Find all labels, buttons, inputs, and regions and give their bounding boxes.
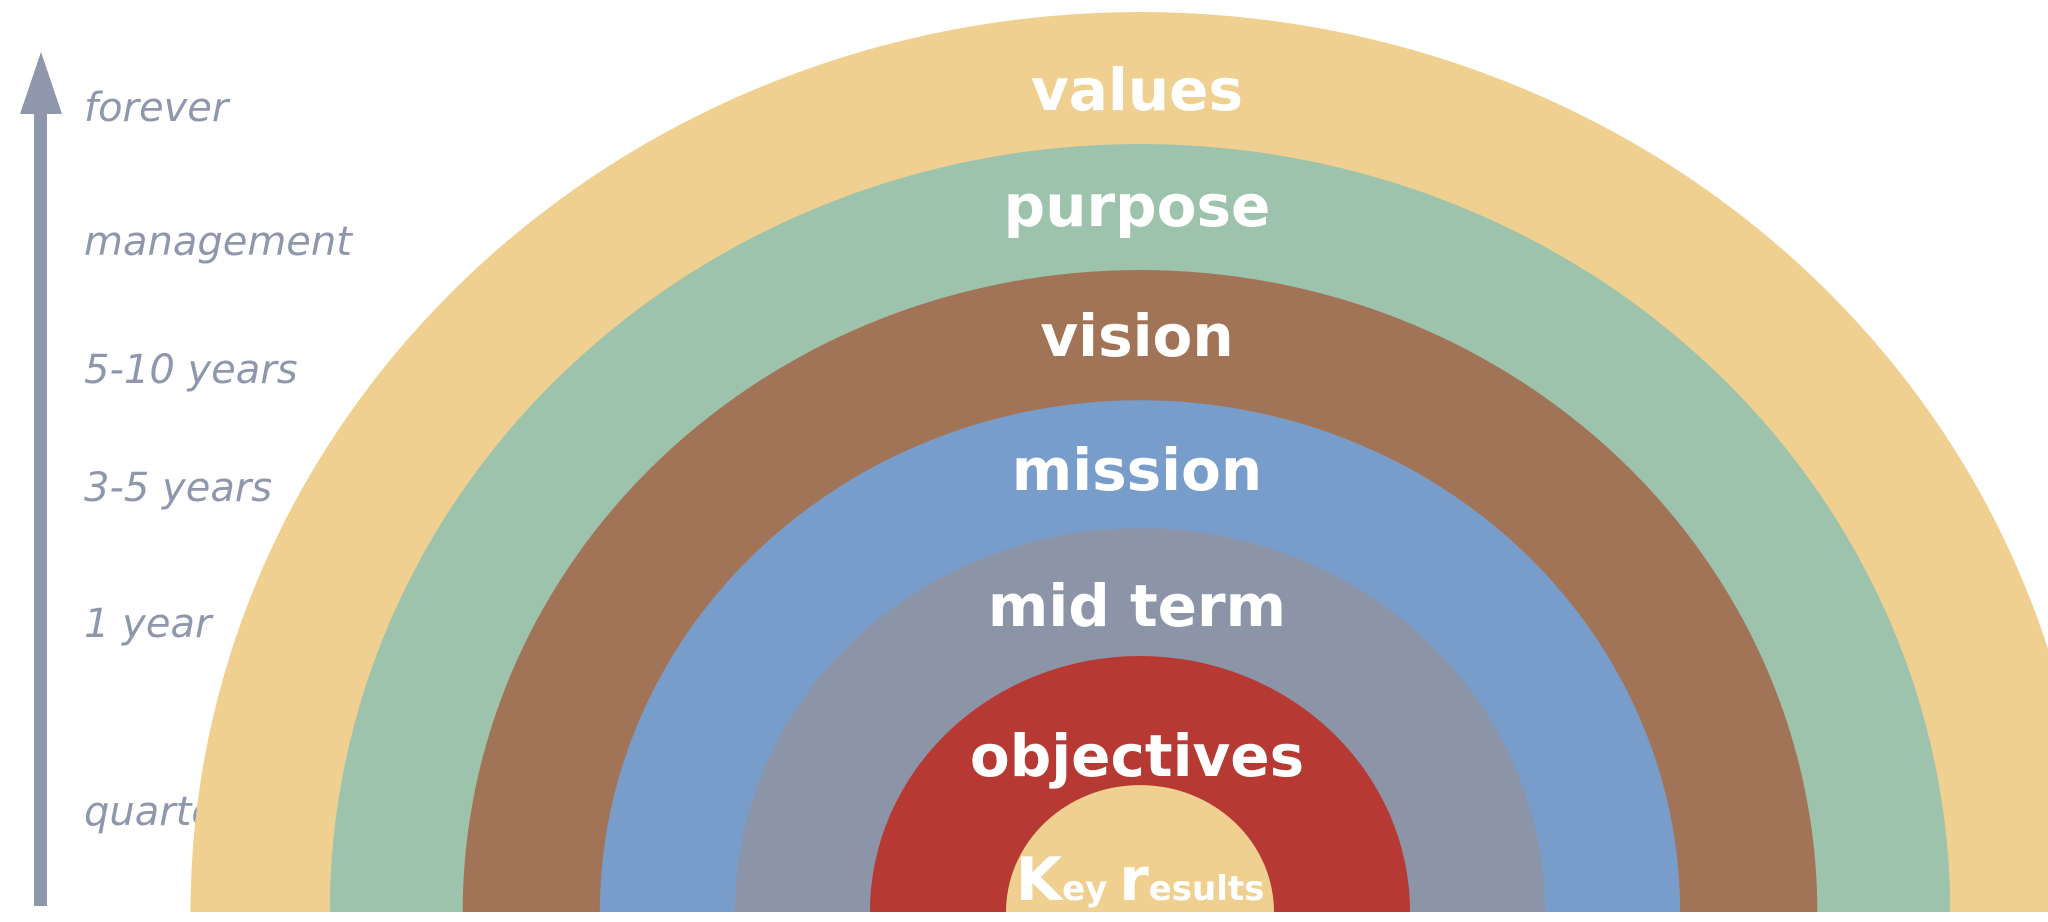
timeline-arrow-shaft (34, 112, 47, 906)
ring-label-mission: mission (1012, 436, 1262, 504)
ring-label-mid-term: mid term (988, 572, 1286, 640)
core-label-k: K (1016, 845, 1065, 915)
ring-label-values: values (1031, 56, 1243, 124)
timeline-label-forever: forever (84, 85, 229, 131)
ring-label-vision: vision (1040, 302, 1233, 370)
core-key-results (1006, 785, 1274, 912)
core-label-r: r (1119, 845, 1149, 915)
core-label-esults: esults (1149, 869, 1265, 909)
ring-objectives (869, 656, 1411, 912)
timeline-arrow-up-icon (20, 52, 62, 114)
timeline-label-3-5-years: 3-5 years (84, 465, 273, 511)
ring-label-purpose: purpose (1004, 172, 1271, 240)
core-label-key-results: Key results (1016, 845, 1265, 915)
ring-label-objectives: objectives (970, 722, 1304, 790)
timeline-label-5-10-years: 5-10 years (84, 347, 298, 393)
timeline-label-management: management (84, 219, 352, 265)
timeline-label-1-year: 1 year (84, 601, 212, 647)
core-label-ey: ey (1062, 869, 1119, 909)
